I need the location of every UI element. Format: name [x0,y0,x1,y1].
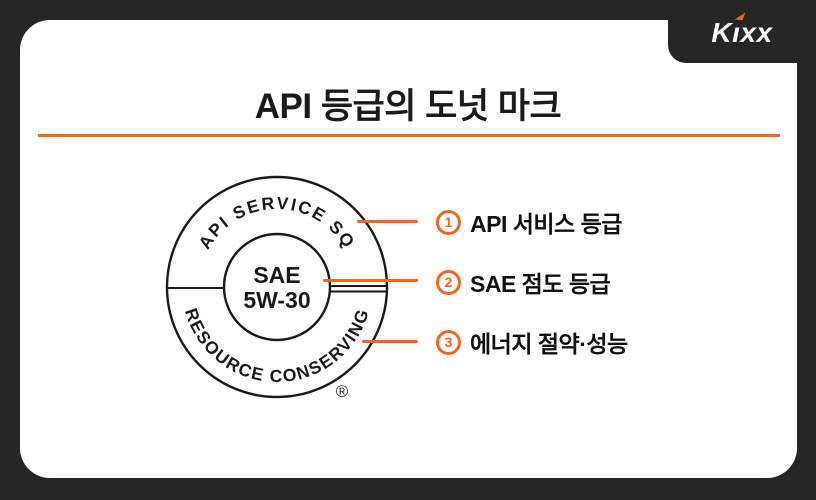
number-badge-3: 3 [436,329,461,355]
callout-sae-viscosity: 2 SAE 점도 등급 [436,266,611,298]
callout-label-3: 에너지 절약·성능 [470,331,628,357]
number-badge-2: 2 [436,269,461,295]
callout-api-service: 1 API 서비스 등급 [436,206,622,238]
kixx-logo-k: K [711,16,733,48]
page-title: API 등급의 도넛 마크 [254,87,562,126]
kixx-logo-i-wrap: ı [732,19,740,47]
connector-line-2 [323,279,418,282]
content-card [20,20,797,478]
donut-center-sae: SAE [253,262,300,288]
connector-line-1 [357,220,418,223]
title-divider [38,134,780,137]
kixx-logo-i: ı [732,16,741,48]
donut-center-grade: 5W-30 [243,287,310,313]
connector-line-3 [362,340,418,343]
callout-label-2: SAE 점도 등급 [470,271,611,297]
callout-label-1: API 서비스 등급 [470,211,622,237]
registered-trademark-symbol: ® [336,382,349,401]
api-donut-mark: API SERVICE SQ RESOURCE CONSERVING SAE 5… [165,175,389,401]
kixx-logo-xx: xx [740,16,773,48]
number-badge-1: 1 [436,209,461,235]
callout-energy-conserving: 3 에너지 절약·성능 [436,326,628,358]
